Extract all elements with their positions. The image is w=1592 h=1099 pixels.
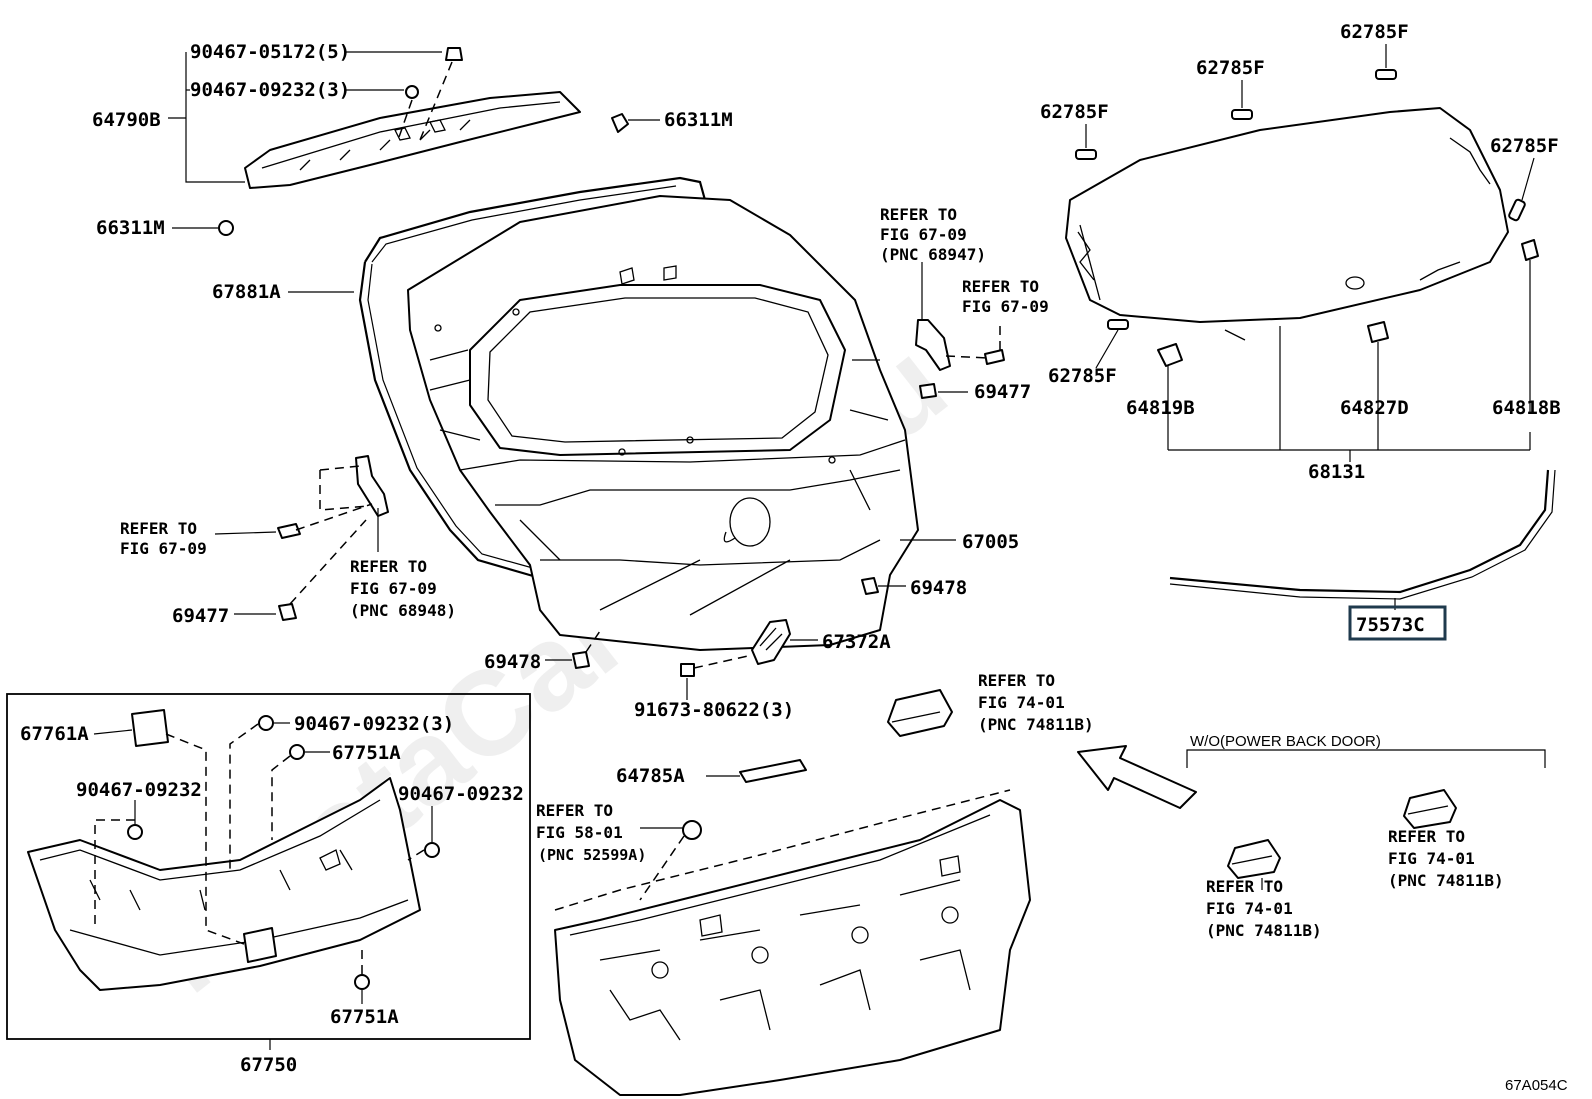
ref-fig-67-09-pnc-68947[interactable]: REFER TO FIG 67-09 (PNC 68947) <box>880 205 986 264</box>
ref-fig-67-09-pnc-68948[interactable]: REFER TO FIG 67-09 (PNC 68948) <box>350 557 456 620</box>
leaders-glass <box>1085 44 1535 462</box>
label-90467-09232-right[interactable]: 90467-09232 <box>398 783 524 805</box>
handle-64785a-part <box>739 759 807 783</box>
switch-variant-b-part <box>1403 789 1457 829</box>
ref-fig-74-01-variant-a[interactable]: REFER TO FIG 74-01 (PNC 74811B) <box>1206 877 1322 940</box>
ref-fig-67-09-left[interactable]: REFER TO FIG 67-09 <box>120 519 207 558</box>
label-90467-09232-top[interactable]: 90467-09232(3) <box>190 79 350 101</box>
ref-fig-74-01-center[interactable]: REFER TO FIG 74-01 (PNC 74811B) <box>978 671 1094 734</box>
moulding-75573c-part <box>1169 469 1550 594</box>
bracket-64819b-icon <box>1157 343 1183 367</box>
trim-board-67750-part <box>27 777 421 991</box>
cover-67761a-icon <box>131 709 169 747</box>
spoiler-64790b-part <box>244 91 581 189</box>
leaders-box <box>93 722 433 1050</box>
label-66311m-top[interactable]: 66311M <box>664 109 733 131</box>
clip-90467-09232-icon <box>405 85 419 99</box>
label-90467-09232-box[interactable]: 90467-09232(3) <box>294 713 454 735</box>
variant-bracket <box>1186 749 1546 768</box>
back-door-panel-67005-part <box>407 195 919 651</box>
label-67005[interactable]: 67005 <box>962 531 1019 553</box>
label-67750[interactable]: 67750 <box>240 1054 297 1076</box>
label-68131[interactable]: 68131 <box>1308 461 1365 483</box>
clip-66311m-icon <box>218 220 234 236</box>
stopper-69478-left-icon <box>572 651 590 669</box>
reference-notes: REFER TO FIG 67-09 (PNC 68947) REFER TO … <box>120 205 1504 940</box>
back-glass-68131-part <box>1065 107 1509 341</box>
spacers-62785f <box>1075 69 1526 330</box>
label-90467-09232-left[interactable]: 90467-09232 <box>76 779 202 801</box>
label-67372a[interactable]: 67372A <box>822 631 891 653</box>
label-62785f-1[interactable]: 62785F <box>1340 21 1409 43</box>
label-67751a-bottom[interactable]: 67751A <box>330 1006 399 1028</box>
ref-fig-67-09-right[interactable]: REFER TO FIG 67-09 <box>962 277 1049 316</box>
leaders-top-left <box>168 51 660 229</box>
trim-group-box <box>6 693 531 1040</box>
cover-lower-icon <box>243 927 277 963</box>
figure-code: 67A054C <box>1505 1077 1568 1094</box>
label-75573c[interactable]: 75573C <box>1356 614 1425 636</box>
stopper-69478-right-icon <box>861 577 879 595</box>
ref-fig-58-01[interactable]: REFER TO FIG 58-01 (PNC 52599A) <box>536 801 646 864</box>
label-67761a[interactable]: 67761A <box>20 723 89 745</box>
direction-arrow-icon <box>1077 745 1197 809</box>
label-69477-right[interactable]: 69477 <box>974 381 1031 403</box>
label-64819b[interactable]: 64819B <box>1126 397 1195 419</box>
switch-variant-a-part <box>1227 839 1281 879</box>
label-69477-left[interactable]: 69477 <box>172 605 229 627</box>
hinge-right-part <box>915 319 1005 399</box>
ref-fig-74-01-variant-b[interactable]: REFER TO FIG 74-01 (PNC 74811B) <box>1388 827 1504 890</box>
label-91673-80622[interactable]: 91673-80622(3) <box>634 699 794 721</box>
inner-panel-part <box>554 799 1031 1096</box>
label-90467-05172[interactable]: 90467-05172(5) <box>190 41 350 63</box>
lock-67372a-part <box>680 619 791 677</box>
part-labels: 90467-05172(5) 90467-09232(3) 64790B 663… <box>20 21 1561 1076</box>
label-64785a[interactable]: 64785A <box>616 765 685 787</box>
label-67881a[interactable]: 67881A <box>212 281 281 303</box>
label-64818b[interactable]: 64818B <box>1492 397 1561 419</box>
fasteners-67751a <box>127 715 440 990</box>
label-69478-left[interactable]: 69478 <box>484 651 541 673</box>
clip-52599a-icon <box>682 820 702 840</box>
label-62785f-5[interactable]: 62785F <box>1048 365 1117 387</box>
label-64790b[interactable]: 64790B <box>92 109 161 131</box>
label-67751a-top[interactable]: 67751A <box>332 742 401 764</box>
label-62785f-4[interactable]: 62785F <box>1490 135 1559 157</box>
clip-90467-05172-icon <box>445 47 463 61</box>
hinge-left-part <box>277 455 389 621</box>
weatherstrip-67881a-part <box>358 176 707 580</box>
label-66311m[interactable]: 66311M <box>96 217 165 239</box>
label-62785f-3[interactable]: 62785F <box>1040 101 1109 123</box>
clip-66311m-top-icon <box>611 113 629 133</box>
bracket-64818b-icon <box>1521 239 1539 261</box>
highlight-box-75573c[interactable] <box>1348 605 1447 641</box>
leaders-hinge-left <box>214 465 379 615</box>
bracket-64827d-icon <box>1367 321 1389 343</box>
label-69478-right[interactable]: 69478 <box>910 577 967 599</box>
leaders-hinge-right <box>921 262 1001 393</box>
switch-74811b-part <box>887 689 953 737</box>
label-64827d[interactable]: 64827D <box>1340 397 1409 419</box>
variant-note: W/O(POWER BACK DOOR) <box>1190 733 1381 750</box>
dashed-outline-inner <box>554 789 1011 911</box>
label-62785f-2[interactable]: 62785F <box>1196 57 1265 79</box>
